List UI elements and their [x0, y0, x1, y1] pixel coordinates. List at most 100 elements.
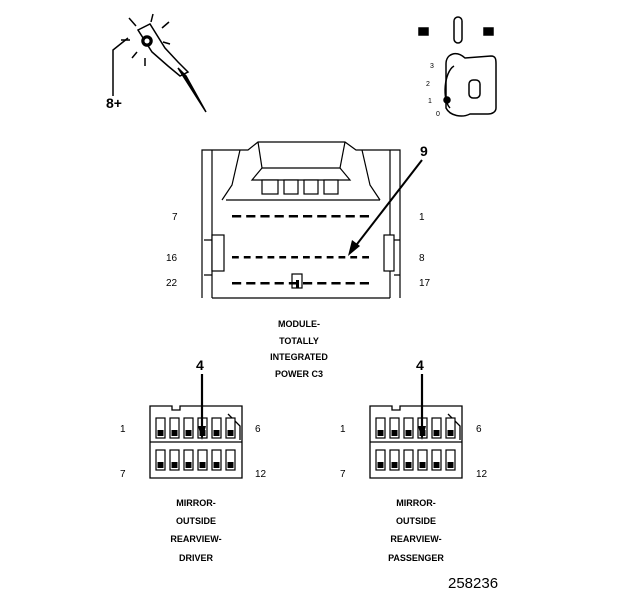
passenger-caption: MIRROR- OUTSIDE REARVIEW- PASSENGER: [388, 498, 444, 563]
cavity-terminal: [213, 462, 220, 468]
cavity-frame: [431, 449, 442, 471]
cavity-terminal: [377, 462, 384, 468]
terminal-cavity: [155, 449, 166, 471]
arrow-head-icon: [418, 426, 426, 440]
key-position-1: 1: [428, 98, 432, 105]
terminal-cavity: [389, 449, 400, 471]
arrow-head-icon: [348, 240, 360, 256]
module-cavity: [317, 282, 327, 285]
terminal-cavity: [375, 417, 386, 439]
terminal-cavity: [375, 449, 386, 471]
module-cavity: [274, 282, 284, 285]
housing-outline: [149, 405, 243, 479]
passenger-caption-line: PASSENGER: [388, 553, 444, 563]
cavity-terminal: [391, 430, 398, 436]
module-caption-line: INTEGRATED: [270, 352, 328, 362]
terminal-cavity: [211, 449, 222, 471]
cavity-frame: [169, 417, 180, 439]
terminal-cavity: [183, 417, 194, 439]
module-cavity: [314, 256, 322, 259]
terminal-cavity: [403, 417, 414, 439]
mirror-passenger-connector: [369, 374, 463, 479]
module-cavity: [303, 215, 313, 218]
module-cavity: [350, 256, 358, 259]
housing-outline: [369, 405, 463, 479]
module-cavity: [243, 256, 251, 259]
cavity-frame: [197, 449, 208, 471]
cavity-frame: [389, 417, 400, 439]
terminal-cavity: [225, 449, 236, 471]
driver-pin-6: 6: [255, 424, 261, 435]
cavity-terminal: [405, 430, 412, 436]
driver-pin-12: 12: [255, 469, 267, 480]
key-position-0: 0: [436, 111, 440, 118]
cavity-terminal: [157, 462, 164, 468]
passenger-pin-1: 1: [340, 424, 346, 435]
module-cavity: [317, 215, 327, 218]
terminal-cavity: [225, 417, 236, 439]
module-cavity: [345, 282, 355, 285]
cavity-frame: [155, 449, 166, 471]
module-cavity: [246, 215, 256, 218]
module-pin-7: 7: [172, 212, 178, 223]
module-cavity: [345, 215, 355, 218]
terminal-cavity: [169, 449, 180, 471]
passenger-callout: 4: [416, 357, 424, 373]
module-cavity: [338, 256, 346, 259]
cavity-terminal: [157, 430, 164, 436]
passenger-caption-line: OUTSIDE: [396, 516, 436, 526]
terminal-cavity: [445, 449, 456, 471]
driver-pin-1: 1: [120, 424, 126, 435]
cavity-frame: [375, 417, 386, 439]
cavity-terminal: [433, 462, 440, 468]
figure-number: 258236: [448, 575, 498, 592]
module-cavity: [291, 256, 298, 259]
module-pin-22: 22: [166, 278, 178, 289]
module-cavity: [303, 256, 310, 259]
module-cavity: [267, 256, 275, 259]
cavity-terminal: [391, 462, 398, 468]
cavity-terminal: [419, 462, 426, 468]
module-cavity: [359, 282, 369, 285]
module-cavity: [260, 282, 270, 285]
module-cavity: [359, 215, 369, 218]
module-cavity: [288, 282, 298, 285]
passenger-caption-line: REARVIEW-: [390, 534, 441, 544]
terminal-cavity: [417, 449, 428, 471]
module-cavity: [331, 215, 341, 218]
cavity-frame: [183, 449, 194, 471]
cavity-terminal: [171, 462, 178, 468]
terminal-cavity: [169, 417, 180, 439]
cavity-terminal: [447, 430, 454, 436]
terminal-cavity: [155, 417, 166, 439]
cavity-terminal: [185, 462, 192, 468]
cavity-frame: [225, 417, 236, 439]
terminal-cavity: [431, 449, 442, 471]
module-pin-8: 8: [419, 253, 425, 264]
module-pin-1: 1: [419, 212, 425, 223]
module-cavity: [274, 215, 284, 218]
module-cavity: [288, 215, 298, 218]
cavity-terminal: [171, 430, 178, 436]
cavity-frame: [431, 417, 442, 439]
module-cavity: [331, 282, 341, 285]
cavity-frame: [211, 417, 222, 439]
cavity-frame: [155, 417, 166, 439]
driver-caption-line: DRIVER: [179, 553, 214, 563]
driver-caption-line: REARVIEW-: [170, 534, 221, 544]
cavity-frame: [403, 449, 414, 471]
cavity-terminal: [185, 430, 192, 436]
module-cavity: [232, 215, 242, 218]
cavity-frame: [225, 449, 236, 471]
driver-caption-line: OUTSIDE: [176, 516, 216, 526]
module-cavity: [260, 215, 270, 218]
module-pin-17: 17: [419, 278, 431, 289]
cavity-terminal: [405, 462, 412, 468]
cavity-frame: [169, 449, 180, 471]
key-position-3: 3: [430, 63, 434, 70]
module-cavity: [232, 282, 242, 285]
mirror-driver-connector: [149, 374, 243, 479]
terminal-cavity: [211, 417, 222, 439]
driver-caption: MIRROR- OUTSIDE REARVIEW- DRIVER: [170, 498, 221, 563]
